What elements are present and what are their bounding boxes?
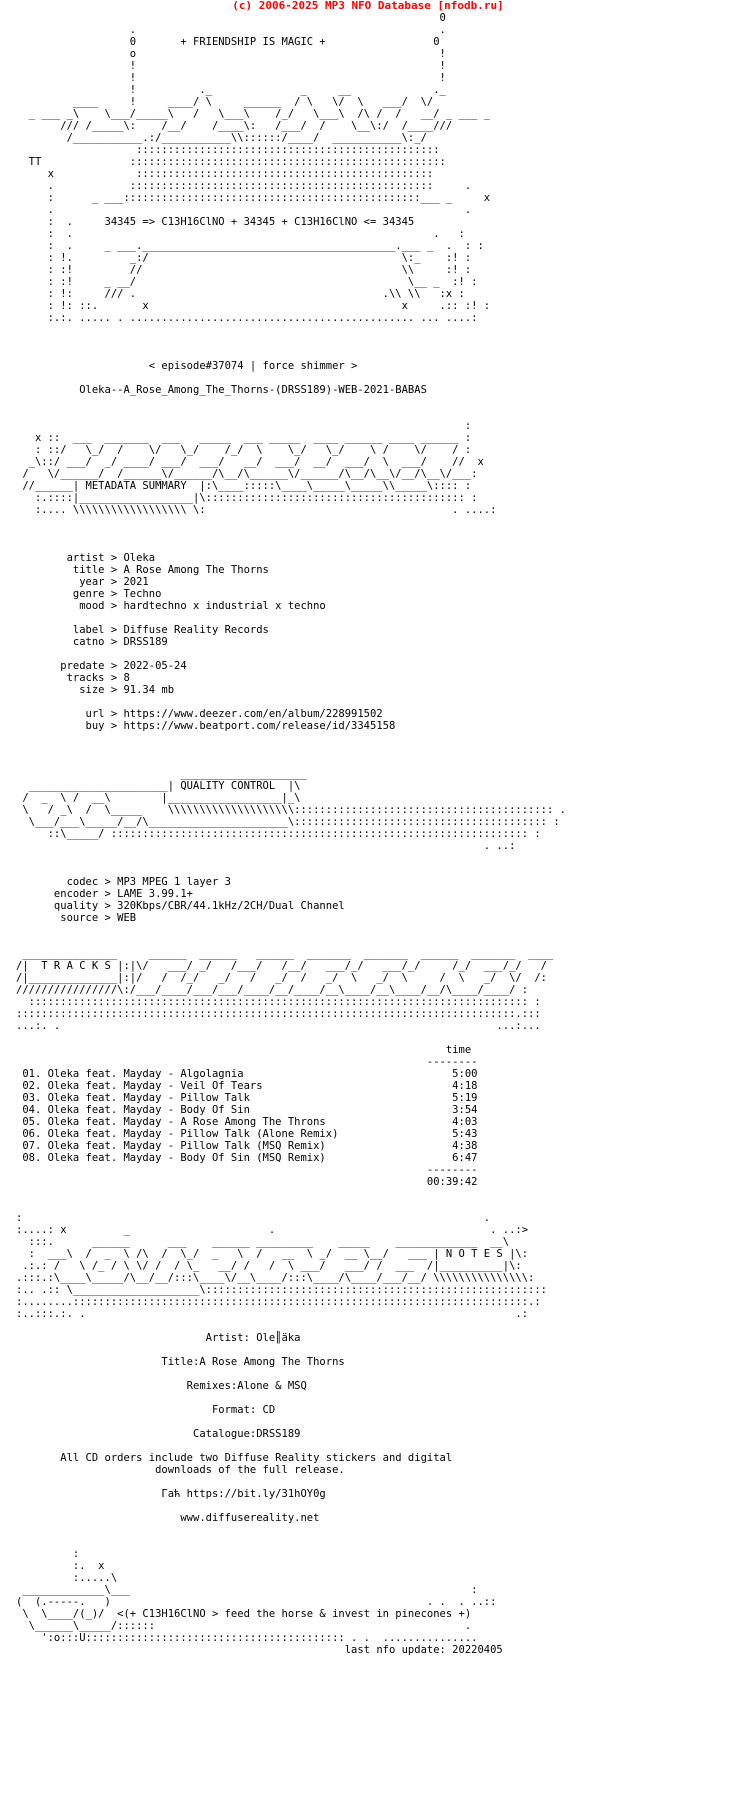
nfodb-credit-banner: (c) 2006-2025 MP3 NFO Database [nfodb.ru… xyxy=(232,0,504,12)
nfo-text-body: 0 . . 0 + FRIENDSHIP IS MAGIC + 0 o xyxy=(16,12,566,1656)
